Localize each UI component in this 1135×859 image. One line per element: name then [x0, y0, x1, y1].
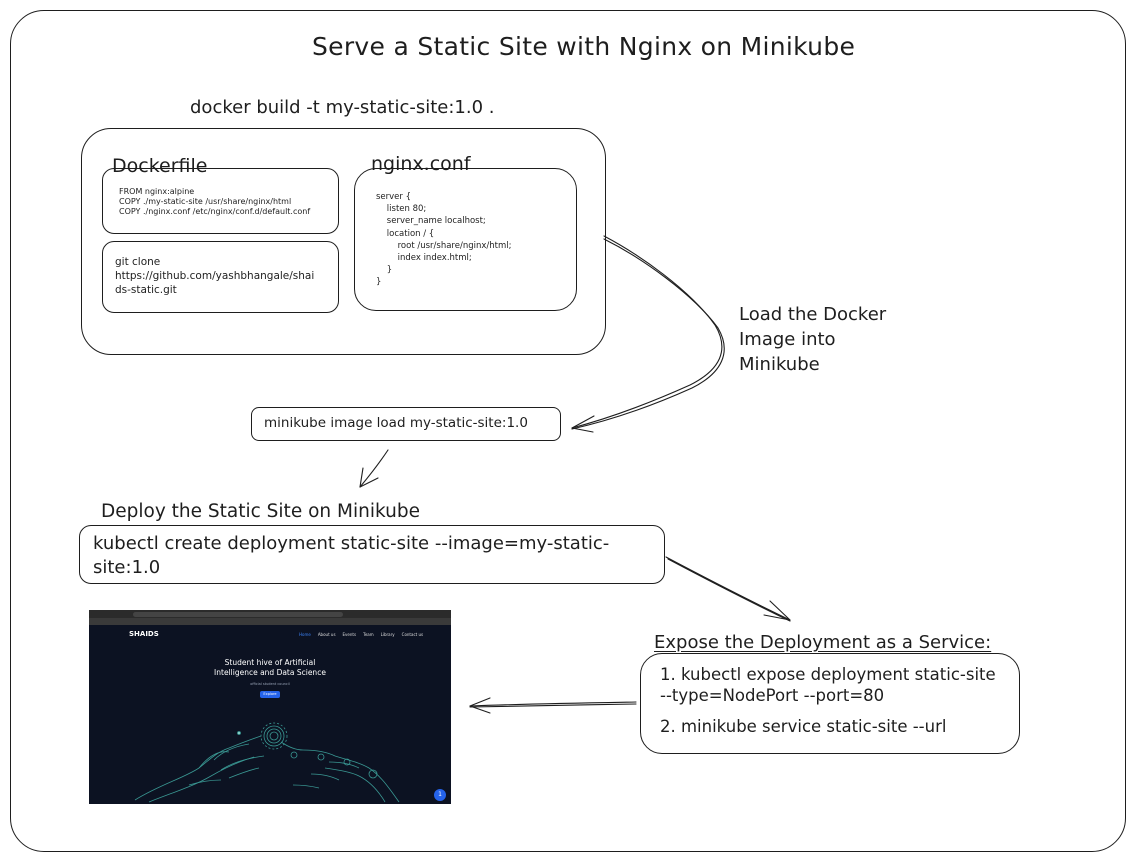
- site-subtitle: official student council: [250, 682, 290, 686]
- site-cta-button[interactable]: Explore: [260, 691, 280, 698]
- site-nav: Home About us Events Team Library Contac…: [299, 632, 423, 637]
- deploy-heading: Deploy the Static Site on Minikube: [101, 501, 420, 522]
- nginxconf-line: index index.html;: [376, 253, 472, 264]
- nginxconf-line: location / {: [376, 228, 435, 239]
- page-title: Serve a Static Site with Nginx on Miniku…: [312, 32, 856, 61]
- arrow-to-deploy: [359, 449, 389, 488]
- load-label: Load the Docker Image into Minikube: [739, 302, 886, 377]
- dockerfile-content: FROM nginx:alpine COPY ./my-static-site …: [119, 187, 310, 217]
- load-command: minikube image load my-static-site:1.0: [264, 415, 528, 431]
- browser-bookmarks: [89, 618, 451, 625]
- canvas-frame: [10, 10, 1126, 852]
- expose-step-1-line: 1. kubectl expose deployment static-site: [660, 665, 996, 684]
- git-clone-line: ds-static.git: [115, 284, 177, 296]
- git-clone-line: https://github.com/yashbhangale/shai: [115, 270, 315, 282]
- load-label-line: Minikube: [739, 354, 820, 375]
- git-clone-line: git clone: [115, 256, 161, 268]
- site-nav-team[interactable]: Team: [363, 632, 374, 637]
- site-nav-contact[interactable]: Contact us: [401, 632, 424, 637]
- dockerfile-line: COPY ./my-static-site /usr/share/nginx/h…: [119, 197, 292, 206]
- expose-step-1: 1. kubectl expose deployment static-site…: [660, 664, 996, 706]
- site-nav-events[interactable]: Events: [342, 632, 357, 637]
- nginxconf-line: root /usr/share/nginx/html;: [376, 240, 512, 251]
- load-command-box: [251, 407, 561, 441]
- load-label-line: Image into: [739, 329, 836, 350]
- expose-box: [640, 653, 1020, 754]
- expose-heading: Expose the Deployment as a Service:: [654, 632, 992, 653]
- site-hands-illustration: [134, 722, 400, 803]
- deploy-command: kubectl create deployment static-site --…: [93, 532, 609, 580]
- git-clone-box: [102, 241, 339, 313]
- dockerfile-line: COPY ./nginx.conf /etc/nginx/conf.d/defa…: [119, 207, 311, 216]
- site-hero-line: Intelligence and Data Science: [214, 668, 326, 677]
- build-command: docker build -t my-static-site:1.0 .: [190, 97, 495, 118]
- arrow-to-screenshot: [469, 697, 637, 714]
- dockerfile-box: [102, 168, 339, 234]
- site-nav-home[interactable]: Home: [299, 632, 311, 637]
- dockerfile-line: FROM nginx:alpine: [119, 187, 195, 196]
- nginxconf-line: listen 80;: [376, 204, 427, 215]
- dockerfile-heading: Dockerfile: [110, 155, 210, 177]
- site-hero-line: Student hive of Artificial: [224, 658, 316, 667]
- build-container: [81, 128, 606, 355]
- arrow-to-expose: [665, 556, 791, 622]
- nginxconf-line: }: [376, 277, 382, 288]
- arrow-to-load-command: [571, 235, 725, 433]
- site-brand: SHAIDS: [129, 630, 159, 638]
- expose-step-1-line: --type=NodePort --port=80: [660, 686, 885, 705]
- browser-address-bar: [133, 611, 343, 617]
- nginxconf-heading: nginx.conf: [369, 153, 473, 175]
- deploy-command-box: [79, 525, 665, 584]
- site-nav-about[interactable]: About us: [317, 632, 336, 637]
- nginxconf-content: server { listen 80; server_name localhos…: [376, 191, 511, 289]
- deploy-command-line: site:1.0: [93, 557, 161, 578]
- site-screenshot: SHAIDS Home About us Events Team Library…: [89, 610, 451, 804]
- site-chat-badge[interactable]: 1: [434, 789, 446, 801]
- deploy-command-line: kubectl create deployment static-site --…: [93, 533, 610, 554]
- git-clone-content: git clone https://github.com/yashbhangal…: [115, 255, 314, 297]
- nginxconf-line: server_name localhost;: [376, 216, 486, 227]
- site-hero-title: Student hive of Artificial Intelligence …: [89, 658, 451, 678]
- nginxconf-line: }: [376, 265, 393, 276]
- expose-step-2: 2. minikube service static-site --url: [660, 717, 947, 736]
- nginxconf-line: server {: [376, 192, 412, 202]
- nginxconf-box: [354, 168, 577, 311]
- site-nav-library[interactable]: Library: [380, 632, 395, 637]
- load-label-line: Load the Docker: [739, 304, 887, 325]
